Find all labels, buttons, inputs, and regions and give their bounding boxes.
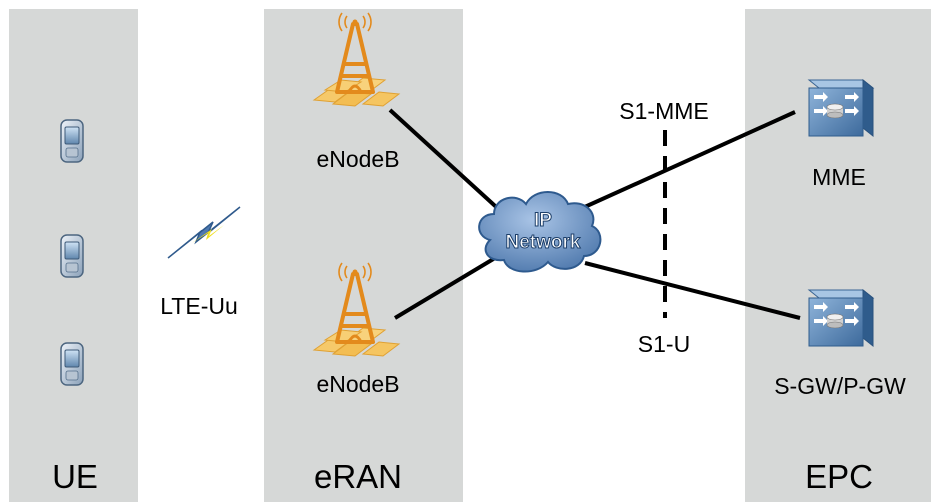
lte-uu-label: LTE-Uu <box>160 293 238 319</box>
gw-label: S-GW/P-GW <box>774 373 906 399</box>
s1-mme-label: S1-MME <box>619 98 709 124</box>
cloud-icon <box>478 191 602 273</box>
lightning-icon <box>167 206 241 259</box>
ip-network-label-line2: Network <box>506 232 581 253</box>
enodeb-label-top: eNodeB <box>316 146 400 172</box>
s1-u-label: S1-U <box>637 331 691 357</box>
zone-title-eran: eRAN <box>313 458 403 495</box>
enodeb-label-bottom: eNodeB <box>316 371 400 397</box>
link-enodeb1-ip <box>388 108 507 217</box>
server-icon <box>808 289 874 347</box>
zone-title-ue: UE <box>52 458 98 495</box>
zone-title-epc: EPC <box>805 458 873 495</box>
mobile-phone-icon <box>60 342 84 386</box>
server-icon <box>808 79 874 137</box>
mme-label: MME <box>812 164 866 190</box>
link-ip-mme <box>577 110 796 212</box>
mobile-phone-icon <box>60 119 84 163</box>
cell-tower-icon <box>312 261 401 358</box>
mobile-phone-icon <box>60 234 84 278</box>
ip-network-label-line1: IP <box>534 210 552 231</box>
cell-tower-icon <box>312 11 401 108</box>
link-enodeb2-ip <box>393 253 502 320</box>
link-ip-gw <box>584 261 801 320</box>
